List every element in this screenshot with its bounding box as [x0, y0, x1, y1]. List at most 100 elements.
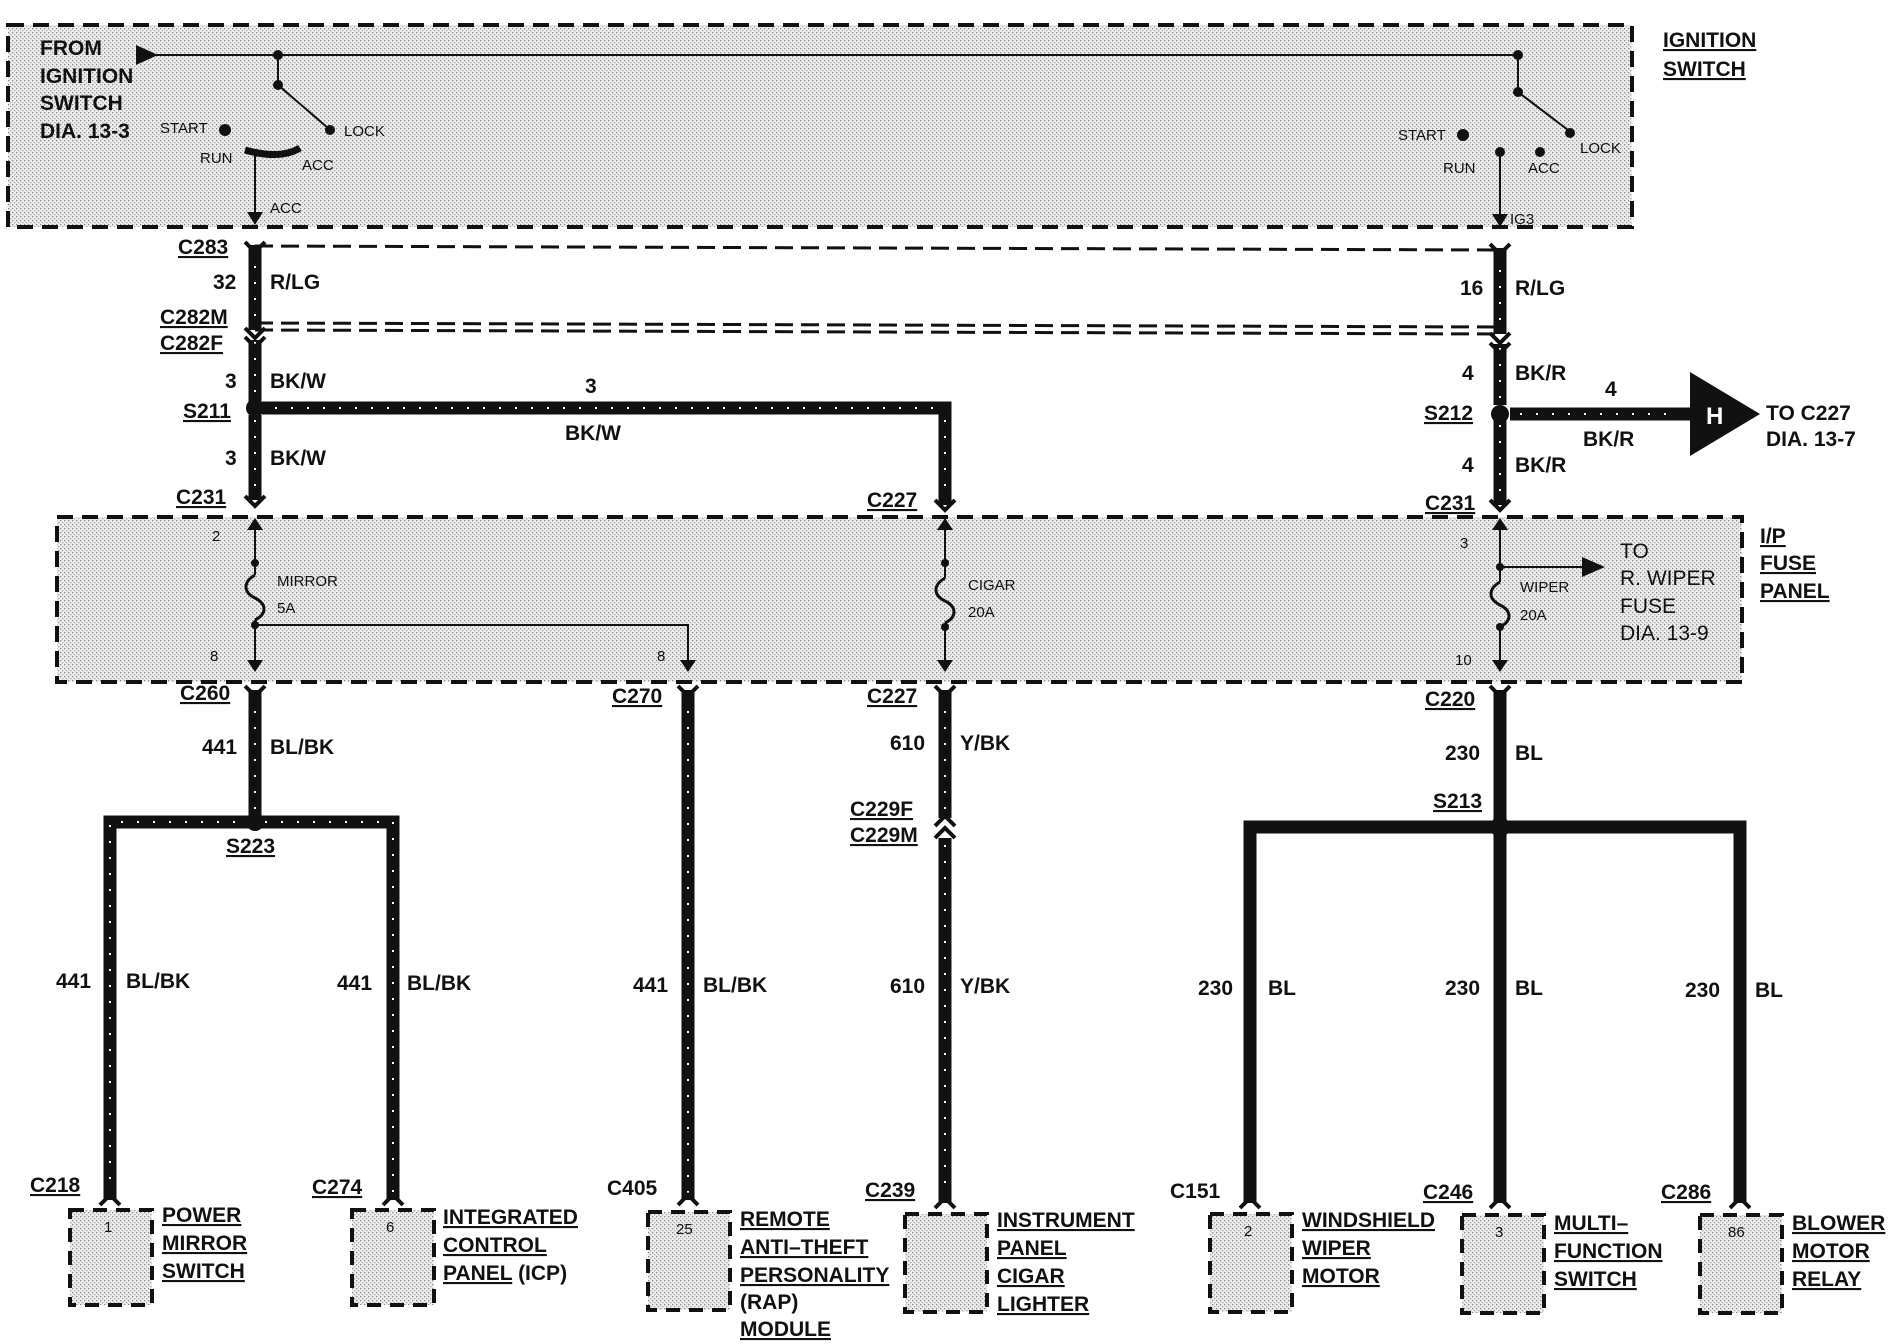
splice-s223: [246, 813, 264, 831]
c229m-label: C229M: [850, 824, 918, 847]
w3b-color: BK/W: [270, 447, 326, 470]
component-pin: 3: [1495, 1224, 1503, 1241]
mirror-fuse-name: MIRROR: [277, 573, 338, 590]
component-name-line1: BLOWER: [1792, 1212, 1885, 1235]
w230c-color: BL: [1515, 977, 1543, 1000]
left-run-label: RUN: [200, 150, 233, 167]
component-pin: 2: [1244, 1223, 1252, 1240]
component-name-line3: CIGAR: [997, 1265, 1065, 1288]
component-name-line1: WINDSHIELD: [1302, 1209, 1435, 1232]
s212-label: S212: [1424, 402, 1473, 425]
component-name-line2: WIPER: [1302, 1237, 1371, 1260]
component-integrated-control-panel: 6 INTEGRATED CONTROL PANEL (ICP): [350, 1206, 578, 1307]
left-start-label: START: [160, 120, 208, 137]
w441b-color: BL/BK: [126, 970, 190, 993]
component-power-mirror-switch: 1 POWER MIRROR SWITCH: [68, 1204, 247, 1307]
right-lock-label: LOCK: [1580, 140, 1621, 157]
c220-label: C220: [1425, 688, 1475, 711]
c405-label: C405: [607, 1177, 658, 1200]
w610a-color: Y/BK: [960, 732, 1010, 755]
fuse-panel-title-1: I/P: [1760, 525, 1786, 548]
mirror-pin-out: 8: [210, 648, 218, 665]
w610b-circuit: 610: [890, 975, 925, 998]
s223-label: S223: [226, 835, 275, 858]
w3a-circuit: 3: [225, 370, 237, 393]
w16-color: R/LG: [1515, 277, 1565, 300]
component-name-line2: ANTI–THEFT: [740, 1236, 869, 1259]
w230d-color: BL: [1755, 979, 1783, 1002]
ignition-switch-title-1: IGNITION: [1663, 29, 1756, 52]
w3a-color: BK/W: [270, 370, 326, 393]
c270-label: C270: [612, 685, 662, 708]
w441a-circuit: 441: [202, 736, 237, 759]
connector-h-symbol: [1690, 372, 1760, 456]
c231-right-label: C231: [1425, 492, 1476, 515]
cigar-fuse-rating: 20A: [968, 604, 995, 621]
ignition-switch-title-2: SWITCH: [1663, 58, 1746, 81]
to-c227-label-1: TO C227: [1766, 402, 1851, 425]
w230a-color: BL: [1515, 742, 1543, 765]
from-ignition-label-3: SWITCH: [40, 92, 123, 115]
upper-labels: C283 C282M C282F S211 C231 C227 C231 S21…: [160, 236, 1634, 515]
c246-label: C246: [1423, 1181, 1473, 1204]
w230b-color: BL: [1268, 977, 1296, 1000]
mirror-fuse-rating: 5A: [277, 600, 295, 617]
component-name-line3-main: PANEL: [443, 1262, 513, 1285]
to-wiper-label-3: FUSE: [1620, 595, 1676, 618]
component-name-line1: MULTI–: [1554, 1212, 1629, 1235]
upper-wiring: H TO C227 DIA. 13-7: [243, 240, 1856, 513]
component-pin: 6: [386, 1219, 394, 1236]
w4b-circuit: 4: [1462, 454, 1474, 477]
c283-label: C283: [178, 236, 228, 259]
w32-color: R/LG: [270, 271, 320, 294]
splice-s211: [246, 399, 264, 417]
splice-s213: [1490, 817, 1510, 837]
c151-label: C151: [1170, 1180, 1221, 1203]
w441c-color: BL/BK: [407, 972, 471, 995]
connector-h-letter: H: [1706, 403, 1723, 430]
c274-label: C274: [312, 1176, 363, 1199]
c218-label: C218: [30, 1174, 81, 1197]
lower-labels: C260 C270 C227 C220 S223 S213 C229F C229…: [30, 682, 1783, 1204]
mirror-pin-in: 2: [212, 528, 220, 545]
w3b-circuit: 3: [225, 447, 237, 470]
w4h-color: BK/R: [1583, 428, 1634, 451]
component-name-line4: LIGHTER: [997, 1293, 1089, 1316]
from-ignition-label-1: FROM: [40, 37, 102, 60]
component-name-line3: RELAY: [1792, 1268, 1861, 1291]
c231-left-label: C231: [176, 486, 227, 509]
component-blower-motor-relay: 86 BLOWER MOTOR RELAY: [1698, 1212, 1885, 1315]
fuse-panel-box: [55, 515, 1744, 684]
w4a-circuit: 4: [1462, 362, 1474, 385]
lower-wiring: [98, 684, 1752, 1210]
w230c-circuit: 230: [1445, 977, 1480, 1000]
mirror-pin-out-2: 8: [657, 648, 665, 665]
component-name-line1: INSTRUMENT: [997, 1209, 1135, 1232]
splice-s212: [1491, 405, 1509, 423]
w441d-color: BL/BK: [703, 974, 767, 997]
component-pin: 86: [1728, 1224, 1745, 1241]
right-ig3-label: IG3: [1510, 211, 1534, 228]
c260-label: C260: [180, 682, 230, 705]
component-name-line3: PERSONALITY: [740, 1264, 889, 1287]
c282m-label: C282M: [160, 306, 228, 329]
left-lock-label: LOCK: [344, 123, 385, 140]
component-name-line2: FUNCTION: [1554, 1240, 1663, 1263]
component-name-line1: POWER: [162, 1204, 241, 1227]
c227-bottom-label: C227: [867, 685, 917, 708]
wiper-pin-out: 10: [1455, 652, 1472, 669]
component-name-line3-suffix: (ICP): [512, 1262, 567, 1285]
cigar-fuse-name: CIGAR: [968, 577, 1016, 594]
wiper-fuse-rating: 20A: [1520, 607, 1547, 624]
w4h-circuit: 4: [1605, 378, 1617, 401]
component-multi-function-switch: 3 MULTI– FUNCTION SWITCH: [1460, 1212, 1663, 1315]
c282f-label: C282F: [160, 332, 223, 355]
component-name-line2: PANEL: [997, 1237, 1067, 1260]
component-name-line2: MOTOR: [1792, 1240, 1870, 1263]
w441d-circuit: 441: [633, 974, 668, 997]
w441b-circuit: 441: [56, 970, 91, 993]
w16-circuit: 16: [1460, 277, 1483, 300]
w4a-color: BK/R: [1515, 362, 1566, 385]
fuse-panel-title-3: PANEL: [1760, 580, 1830, 603]
